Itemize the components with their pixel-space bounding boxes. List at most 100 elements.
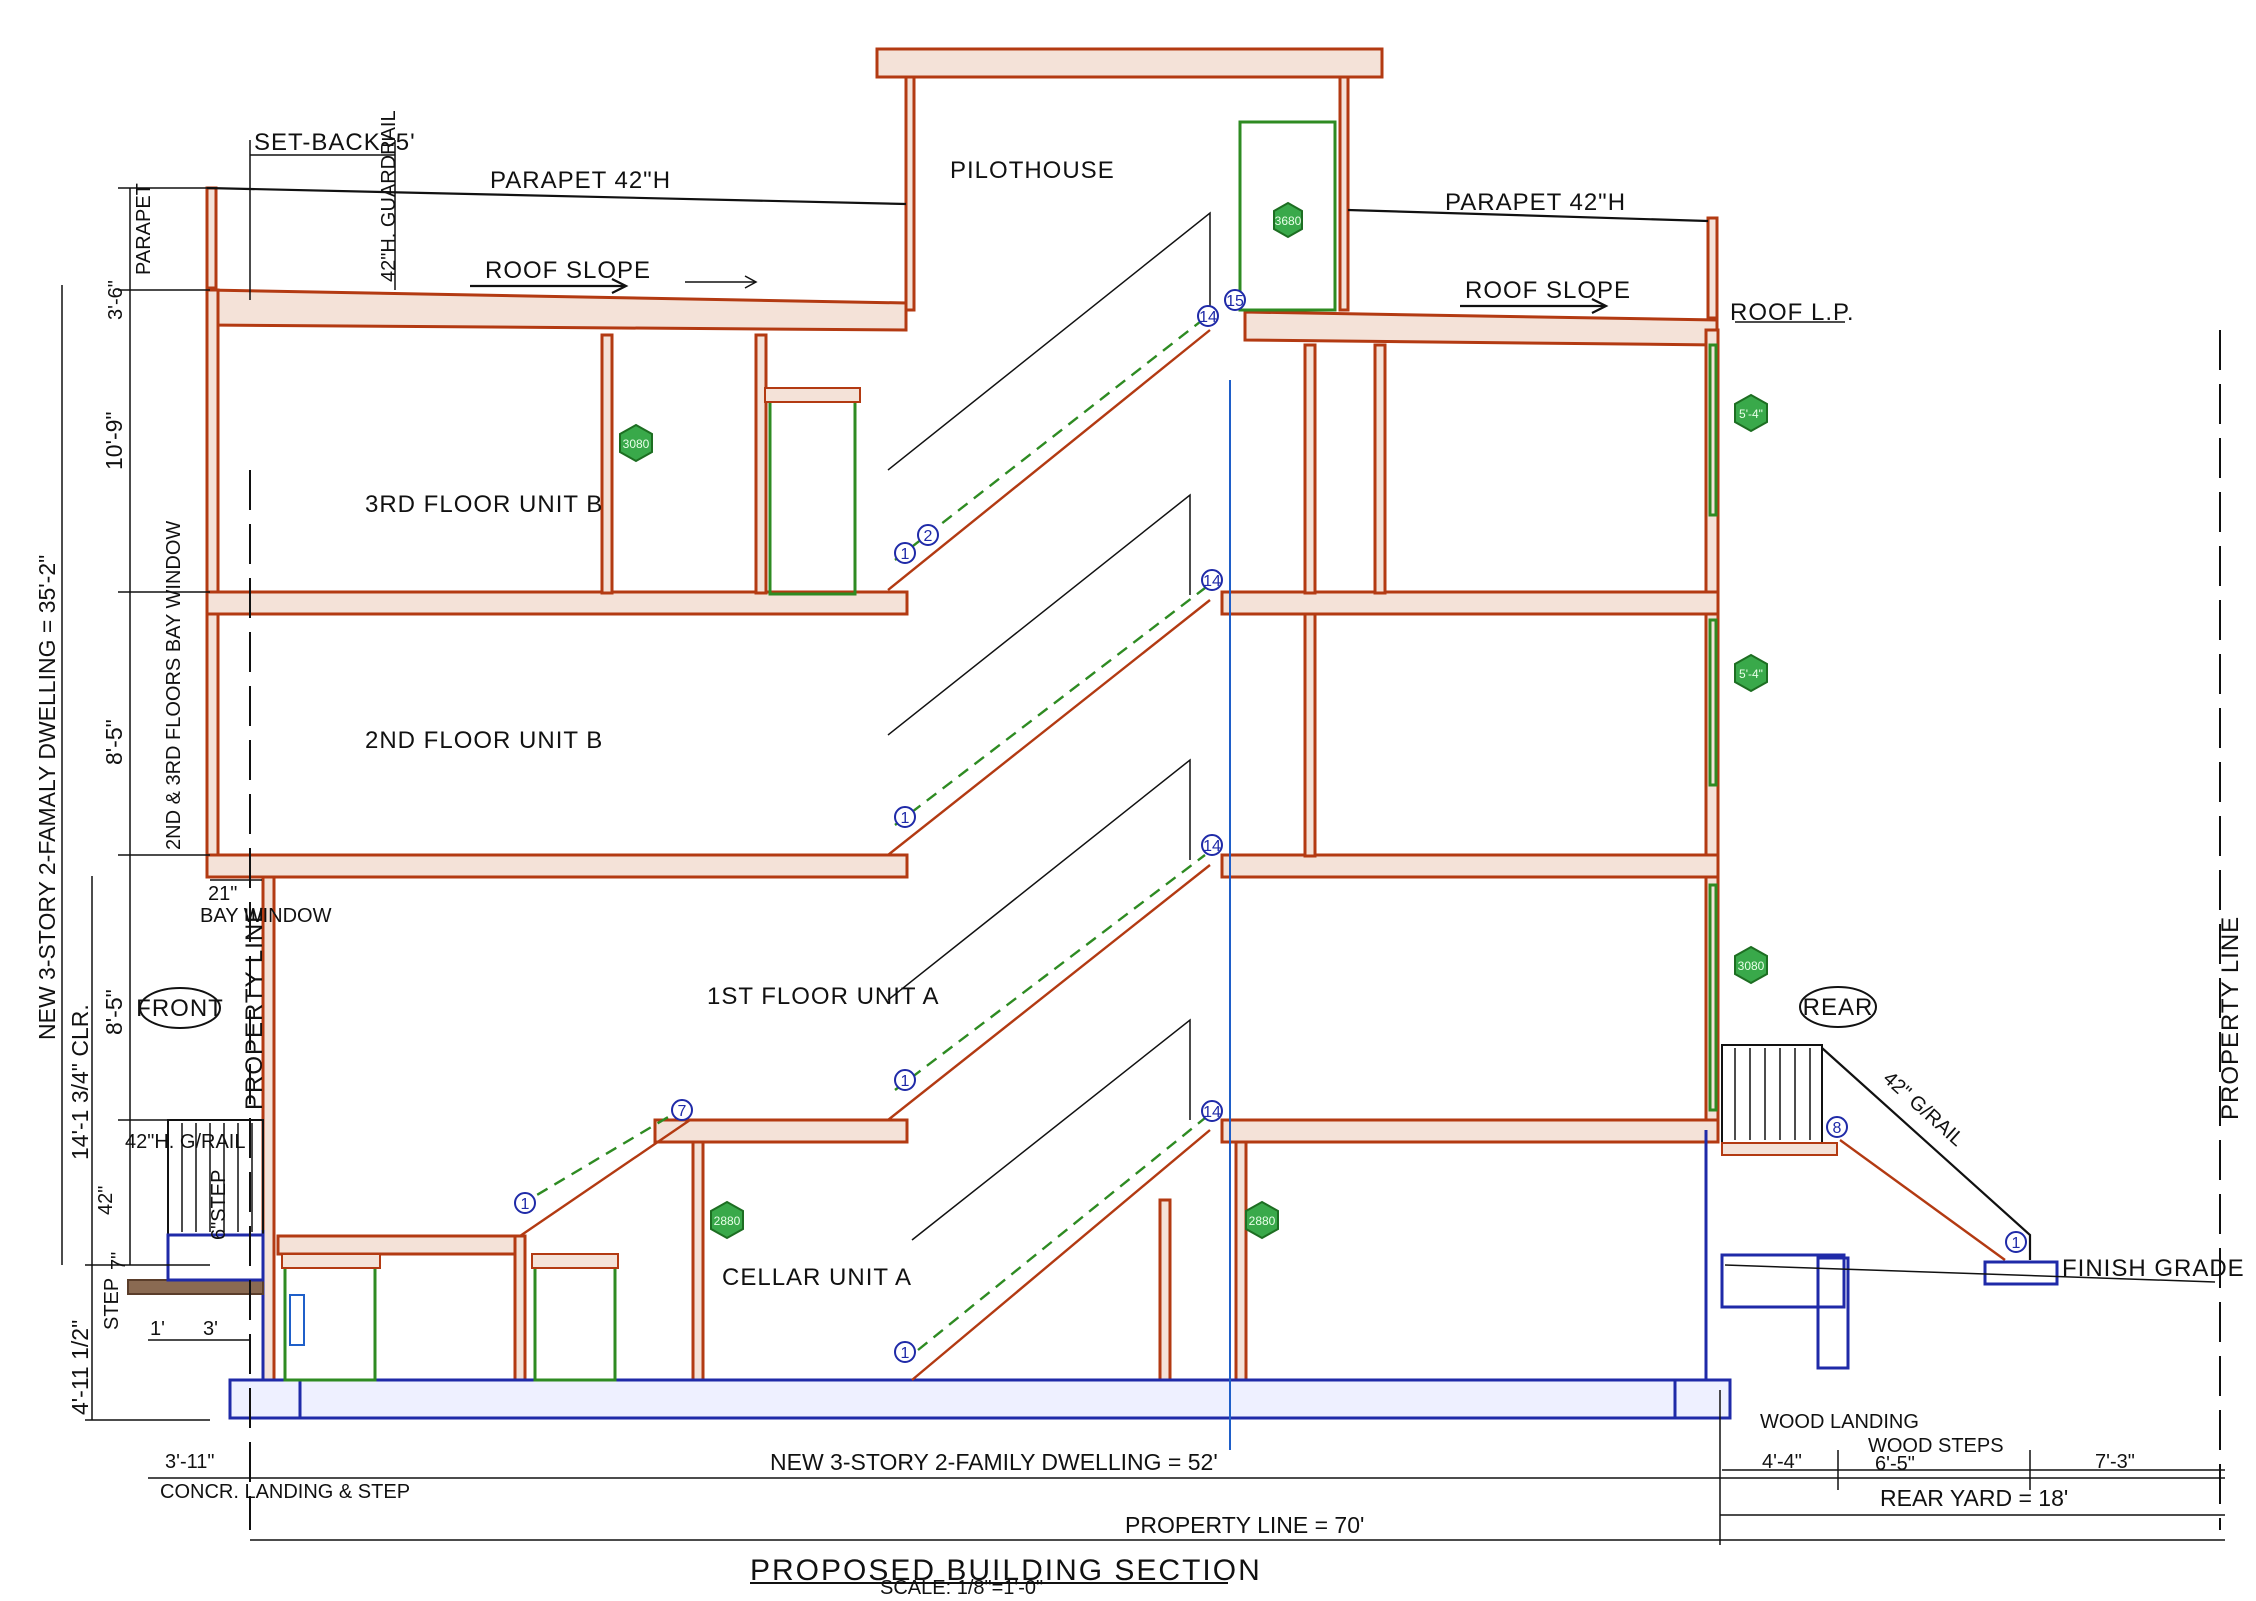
stair-tags: 1 2 14 15 1 14 1 14 7 1 1 14 8 1 <box>514 289 2027 1363</box>
roof-slope-right-label: ROOF SLOPE <box>1465 277 1631 304</box>
dim-1: 1' <box>150 1318 165 1340</box>
stair-tag-text: 1 <box>2012 1235 2021 1252</box>
dim-floor-1: 8'-5" <box>101 989 127 1035</box>
floor-3-slab-rear <box>1220 590 1720 616</box>
floor-2-slab-rear <box>1220 853 1720 879</box>
rear-stair-rail <box>1821 1047 2032 1260</box>
hex-tag-text: 3080 <box>623 437 650 451</box>
rear-stair-footing <box>1983 1260 2059 1286</box>
front-rail-balusters <box>181 1123 253 1232</box>
dim-clr: 14'-1 3/4" CLR. <box>67 1004 93 1160</box>
property-line-right-label: PROPERTY LINE <box>2217 916 2244 1120</box>
hex-tag-text: 3080 <box>1738 959 1765 973</box>
cellar-door-mid <box>533 1264 617 1382</box>
stair-tag-text: 1 <box>901 810 910 827</box>
finish-grade-line <box>1724 1264 2216 1283</box>
floor-2-slab-front <box>205 853 909 879</box>
pilothouse-wall-left <box>904 75 916 312</box>
step-6-label: 6"STEP <box>208 1170 230 1240</box>
partition-3d <box>1373 343 1387 595</box>
stair-tag <box>671 1099 693 1121</box>
unit-3-label: 3RD FLOOR UNIT B <box>365 491 603 518</box>
parapet-top-right <box>1347 208 1709 223</box>
roof-slope-left-label: ROOF SLOPE <box>485 257 651 284</box>
dim-floor-2: 8'-5" <box>101 719 127 765</box>
stair-tag <box>894 806 916 828</box>
horizontal-dimensions <box>148 140 2225 1545</box>
partition-cellar-d <box>513 1234 527 1382</box>
stair-tag <box>1197 305 1219 327</box>
stair-tag-text: 15 <box>1226 293 1244 310</box>
cellar-door-front <box>283 1264 377 1382</box>
dim-cellar-h: 4'-11 1/2" <box>67 1320 93 1415</box>
dim-bay-21: 21" <box>208 883 237 905</box>
stair-tag <box>894 542 916 564</box>
pilothouse-roof <box>875 47 1384 79</box>
dim-bay-window-floors: 2ND & 3RD FLOORS BAY WINDOW <box>163 521 185 850</box>
dim-parapet-word: PARAPET <box>133 183 155 275</box>
parapet-left-label: PARAPET 42"H <box>490 167 671 194</box>
stair-tag <box>894 1069 916 1091</box>
areaway-pit <box>1816 1256 1850 1370</box>
stair-tag-text: 14 <box>1203 838 1221 855</box>
wood-steps-label: WOOD STEPS <box>1868 1435 2004 1457</box>
stair-wall-1 <box>887 758 1191 1001</box>
pilothouse-door <box>1238 120 1337 312</box>
dim-parapet-h: 3'-6" <box>105 280 127 320</box>
hex-tag-cellar-right <box>1245 1200 1279 1240</box>
step-label: STEP <box>101 1278 123 1330</box>
dim-rail-42: 42" <box>95 1186 117 1215</box>
unit-1-label: 1ST FLOOR UNIT A <box>707 983 940 1010</box>
dim-step-7: 7" <box>108 1252 130 1270</box>
stair-tag <box>917 524 939 546</box>
rear-window-2 <box>1708 618 1718 787</box>
dim-floor-3: 10'-9" <box>101 411 127 470</box>
partition-cellar-b <box>1234 1140 1248 1382</box>
concrete-landing <box>127 1279 264 1295</box>
vertical-dimensions <box>61 187 210 1421</box>
stair-tag <box>1224 289 1246 311</box>
roof-lp-label: ROOF L.P. <box>1730 299 1855 326</box>
stair-tag <box>514 1192 536 1214</box>
hex-tag-unit3 <box>619 423 653 463</box>
parapet-left <box>205 186 218 290</box>
cellar-foundation-slab <box>228 1378 1732 1420</box>
stair-tag <box>1201 834 1223 856</box>
hex-tag-text: 2880 <box>1249 1214 1276 1228</box>
front-g-rail-label: 42"H. G/RAIL <box>125 1131 245 1153</box>
finish-grade-label: FINISH GRADE <box>2062 1255 2245 1282</box>
stair-nosing-cellar <box>917 1117 1206 1351</box>
stair-run-1 <box>887 864 1211 1121</box>
partition-cellar-c <box>1158 1198 1172 1382</box>
stair-tag-text: 2 <box>924 528 933 545</box>
stair-run-cellar <box>911 1129 1211 1381</box>
stair-run-3 <box>887 329 1211 591</box>
stair-tag-text: 1 <box>901 1073 910 1090</box>
stair-nosing-3 <box>894 317 1206 561</box>
dim-overall-length: NEW 3-STORY 2-FAMILY DWELLING = 52' <box>770 1449 1218 1475</box>
rear-label: REAR <box>1803 994 1874 1021</box>
stair-tag-text: 1 <box>901 546 910 563</box>
front-badge <box>139 987 221 1029</box>
partition-3b <box>754 333 768 595</box>
stair-nosing-vestibule <box>519 1108 681 1207</box>
dim-property-length: PROPERTY LINE = 70' <box>1125 1512 1364 1538</box>
meter-box <box>289 1294 305 1346</box>
vestibule-slab <box>276 1234 520 1256</box>
rear-deck-balusters <box>1734 1048 1811 1140</box>
bay-window-label: BAY WINDOW <box>200 905 332 927</box>
property-line-left-label: PROPERTY LINE <box>241 906 268 1110</box>
front-wall <box>205 288 220 862</box>
stair-tag <box>1201 569 1223 591</box>
footing-rear <box>1673 1378 1732 1420</box>
wood-landing-label: WOOD LANDING <box>1760 1411 1919 1433</box>
dim-wood-landing: 4'-4" <box>1762 1451 1802 1473</box>
pilothouse-wall-right <box>1338 75 1350 312</box>
pilothouse-label: PILOTHOUSE <box>950 157 1115 184</box>
hex-tag-text: 5'-4" <box>1739 407 1763 421</box>
concr-landing-label: CONCR. LANDING & STEP <box>160 1481 410 1503</box>
stair-tag-text: 1 <box>521 1196 530 1213</box>
rear-window-1 <box>1708 883 1718 1112</box>
